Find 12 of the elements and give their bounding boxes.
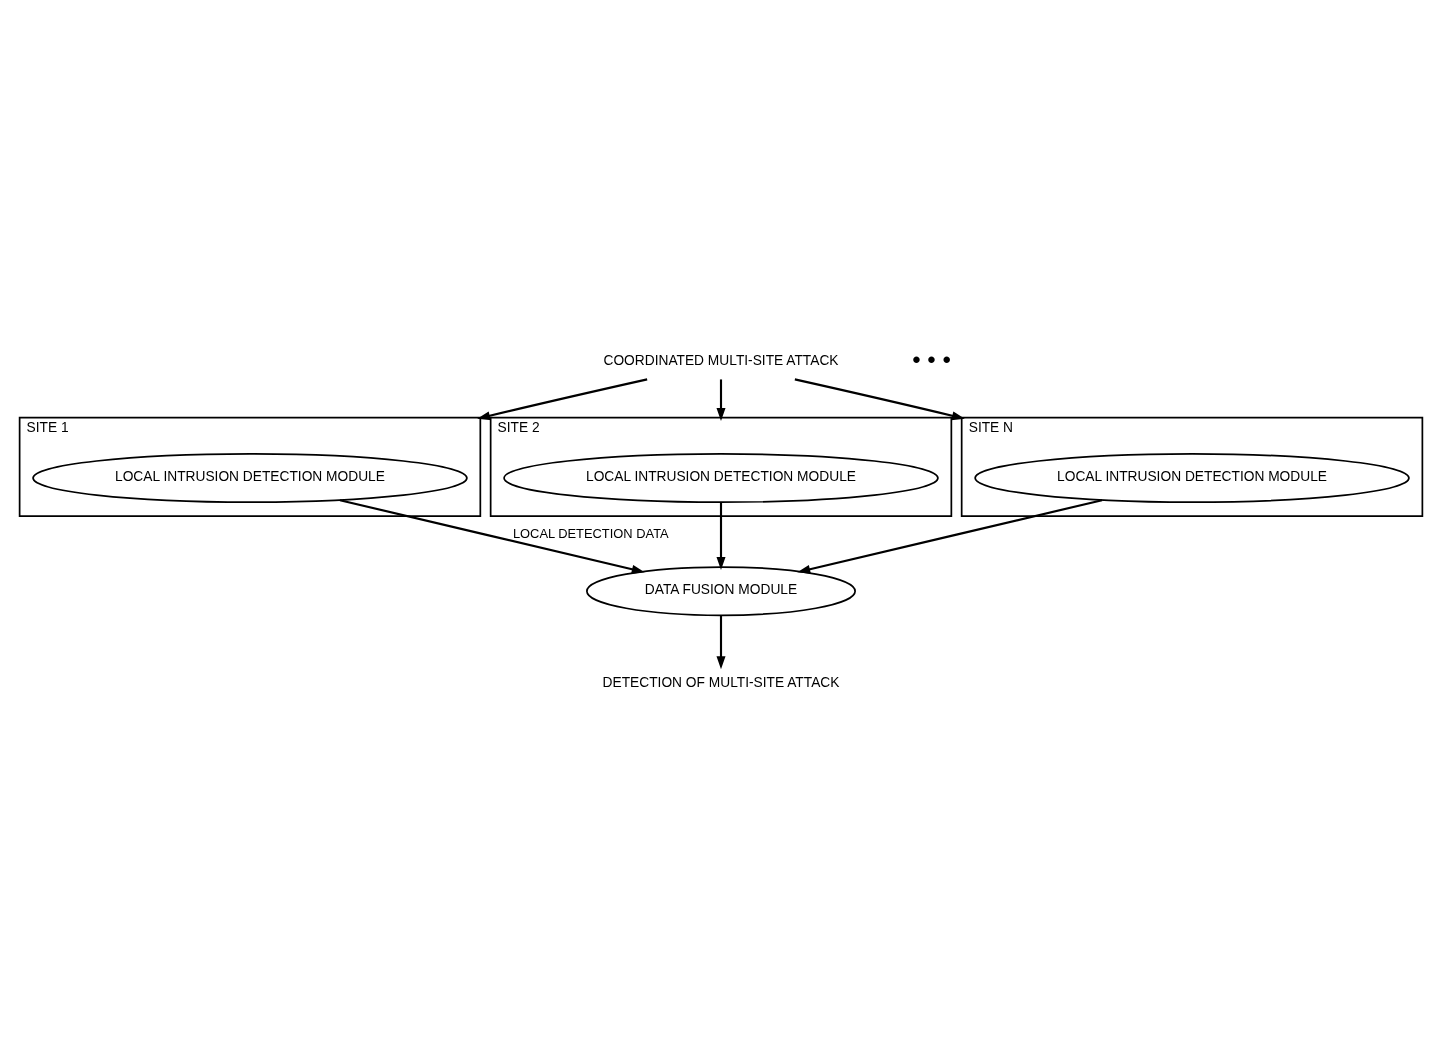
node-text: COORDINATED MULTI-SITE ATTACK [603, 352, 839, 368]
arrow [477, 377, 648, 420]
arrow [716, 502, 726, 570]
arrow [716, 615, 726, 669]
node-ellipse: LOCAL INTRUSION DETECTION MODULE [503, 452, 939, 503]
edge-label: LOCAL DETECTION DATA [512, 525, 669, 541]
arrow [716, 378, 726, 421]
node-text: DETECTION OF MULTI-SITE ATTACK [602, 674, 840, 690]
node-ellipse: LOCAL INTRUSION DETECTION MODULE [974, 452, 1410, 503]
node-ellipse: LOCAL INTRUSION DETECTION MODULE [32, 452, 468, 503]
arrow [794, 377, 965, 420]
label: • • • [912, 345, 951, 373]
